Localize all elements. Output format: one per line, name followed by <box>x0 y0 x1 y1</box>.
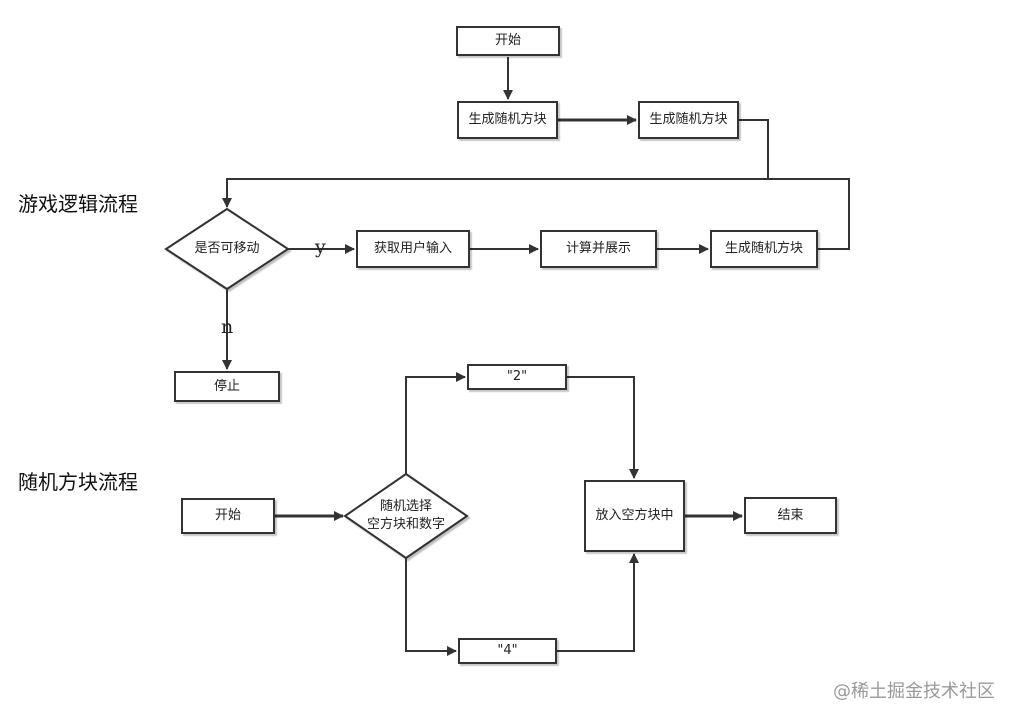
node-start-2: 开始 <box>181 498 275 534</box>
arrow-four-to-place <box>557 553 639 652</box>
arrow-choose-to-two <box>405 372 466 474</box>
watermark: @稀土掘金技术社区 <box>833 681 995 702</box>
node-generate-block-1: 生成随机方块 <box>457 101 558 139</box>
title-game-logic: 游戏逻辑流程 <box>18 192 138 216</box>
decision-label-choose: 随机选择 空方块和数字 <box>356 498 456 534</box>
arrow-gen3-loop <box>768 178 850 250</box>
node-compute-display: 计算并展示 <box>540 230 657 268</box>
edge-label-no: n <box>221 316 234 338</box>
arrow-two-to-place <box>567 376 639 479</box>
title-random-block: 随机方块流程 <box>18 470 138 494</box>
node-place-in-empty: 放入空方块中 <box>584 480 685 552</box>
decision-label-choose-line2: 空方块和数字 <box>366 517 445 532</box>
node-stop: 停止 <box>174 371 280 402</box>
node-end: 结束 <box>744 497 837 534</box>
edge-label-yes: y <box>315 236 326 258</box>
node-generate-block-2: 生成随机方块 <box>638 101 739 139</box>
node-start: 开始 <box>456 26 560 56</box>
node-get-user-input: 获取用户输入 <box>356 230 470 268</box>
node-number-two: "2" <box>467 364 567 390</box>
decision-label-choose-line1: 随机选择 <box>379 499 432 514</box>
arrow-choose-to-four <box>405 558 457 656</box>
node-generate-block-3: 生成随机方块 <box>710 230 818 268</box>
node-number-four: "4" <box>458 638 557 664</box>
decision-label-can-move: 是否可移动 <box>194 241 260 256</box>
